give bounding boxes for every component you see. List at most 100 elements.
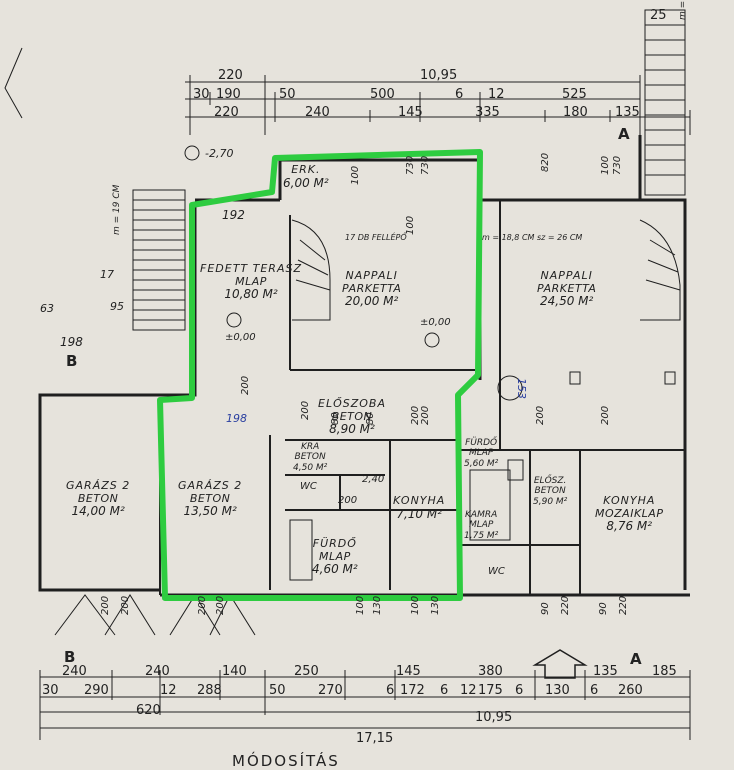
dim-bot-2b: 290 [84,683,109,698]
dim-top-2f: 12 [488,87,505,102]
room-erkely: ERK. 6,00 M² [283,163,329,190]
opening-dimension: 80 [330,412,341,425]
dim-bot-2h: 172 [400,683,425,698]
room-area: 7,10 M² [396,506,443,521]
room-eloszoba: ELŐSZOBA BETON 8,90 M² [318,397,386,437]
opening-dimension: 100 [350,165,361,185]
opening-dimension: 200 [600,405,611,425]
room-eloszoba-2: ELŐSZ. BETON 5,90 M² [533,476,567,507]
annotation-153: 153 [515,378,528,399]
opening-dimension: 100 [410,595,421,615]
dim-bot-2o: 260 [618,683,643,698]
level-zero-terrace: ±0,00 [225,332,256,343]
room-furdo-1: FÜRDŐ MLAP 4,60 M² [312,537,358,577]
opening-dimension: 200 [420,405,431,425]
room-material: PARKETTA [342,281,402,295]
room-material: MLAP [468,520,494,531]
room-nappali-2: NAPPALI PARKETTA 24,50 M² [537,269,597,309]
room-area: 4,50 M² [293,462,328,473]
dim-top-3b: 240 [305,105,330,120]
dim-bot-2e: 50 [269,683,286,698]
room-material: BETON [534,486,566,497]
room-area: 5,90 M² [533,496,568,507]
room-material: PARKETTA [537,281,597,295]
side-dim-95: 95 [110,300,124,313]
dim-bot-1f: 380 [478,664,503,679]
room-name: KAMRA [465,510,498,520]
small-dim-200: 200 [338,495,358,506]
dim-bot-4a: 17,15 [356,731,394,746]
opening-dimension: 130 [372,595,383,615]
interior-walls [159,200,685,595]
room-furdo-2: FÜRDŐ MLAP 5,60 M² [464,438,498,469]
wc-label-1: WC [300,481,317,492]
room-name: KONYHA [393,494,446,507]
terrace-level: -2,70 [205,147,234,160]
dim-top-1b: 10,95 [420,68,458,83]
room-material: BETON [77,491,119,505]
dim-bot-2d: 288 [197,683,222,698]
spiral-stairs [291,219,681,321]
dim-bot-3b: 10,95 [475,710,513,725]
dim-bot-2g: 6 [386,683,395,698]
dim-bot-1d: 250 [294,664,319,679]
dim-top-2h: 25 [650,8,667,23]
room-konyha-1: KONYHA 7,10 M² [393,494,446,521]
room-nappali-1: NAPPALI PARKETTA 20,00 M² [342,269,402,309]
room-area: 6,00 M² [283,175,329,190]
room-name: FEDETT TERASZ [200,262,302,275]
dim-top-3f: 135 [615,105,640,120]
dim-bot-1b: 240 [145,664,170,679]
opening-dimension: 100 [355,595,366,615]
room-name: FÜRDŐ [465,438,498,448]
dim-bot-1c: 140 [222,664,247,679]
dim-bot-1a: 240 [62,664,87,679]
stair-m-left: m = 19 CM [112,184,122,235]
room-name: ERK. [291,163,321,176]
room-fedett-terasz: FEDETT TERASZ MLAP 10,80 M² [200,262,302,302]
room-area: 14,00 M² [71,504,125,519]
opening-dimension: 220 [560,595,571,615]
dim-top-2d: 500 [370,87,395,102]
dim-top-2e: 6 [455,87,464,102]
room-konyha-2: KONYHA MOZAIKLAP 8,76 M² [595,494,664,534]
side-dim-17: 17 [100,268,114,281]
section-b-top: B [66,352,78,370]
drawing-heading: MÓDOSÍTÁS [232,752,340,770]
wc-label-2: WC [488,566,505,577]
room-area: 8,90 M² [329,422,375,437]
room-material: MLAP [468,448,494,459]
room-area: 13,50 M² [183,504,237,519]
dim-bot-2n: 6 [590,683,599,698]
side-dim-198: 198 [60,335,83,349]
opening-dimension: 200 [197,595,208,615]
dim-bot-2j: 12 [460,683,477,698]
opening-dimension: 220 [618,595,629,615]
room-name: GARÁZS 2 [66,479,131,492]
opening-dimension: 200 [215,595,226,615]
dim-bot-2k: 175 [478,683,503,698]
level-zero-living: ±0,00 [420,317,451,328]
dim-top-3a: 220 [214,105,239,120]
section-b-bottom: B [64,648,76,666]
dim-top-3c: 145 [398,105,423,120]
outer-walls [38,135,690,597]
fixtures [184,145,676,581]
opening-dimension: 730 [420,155,431,175]
opening-dimension: 200 [100,595,111,615]
opening-dimension: 200 [120,595,131,615]
opening-dimension: 80 [365,412,376,425]
room-area: 4,60 M² [312,562,358,577]
stair-m-right: m = 18 CM [678,0,688,20]
stair-width: 192 [222,208,245,222]
dim-bot-1g: 135 [593,664,618,679]
room-material: BETON [294,452,326,463]
room-material: MOZAIKLAP [595,506,664,520]
dim-bot-3a: 620 [136,703,161,718]
dim-top-3e: 180 [563,105,588,120]
top-dimension-lines [185,75,691,135]
dim-top-3d: 335 [475,105,500,120]
dim-top-2b: 190 [216,87,241,102]
opening-dimension: 130 [430,595,441,615]
